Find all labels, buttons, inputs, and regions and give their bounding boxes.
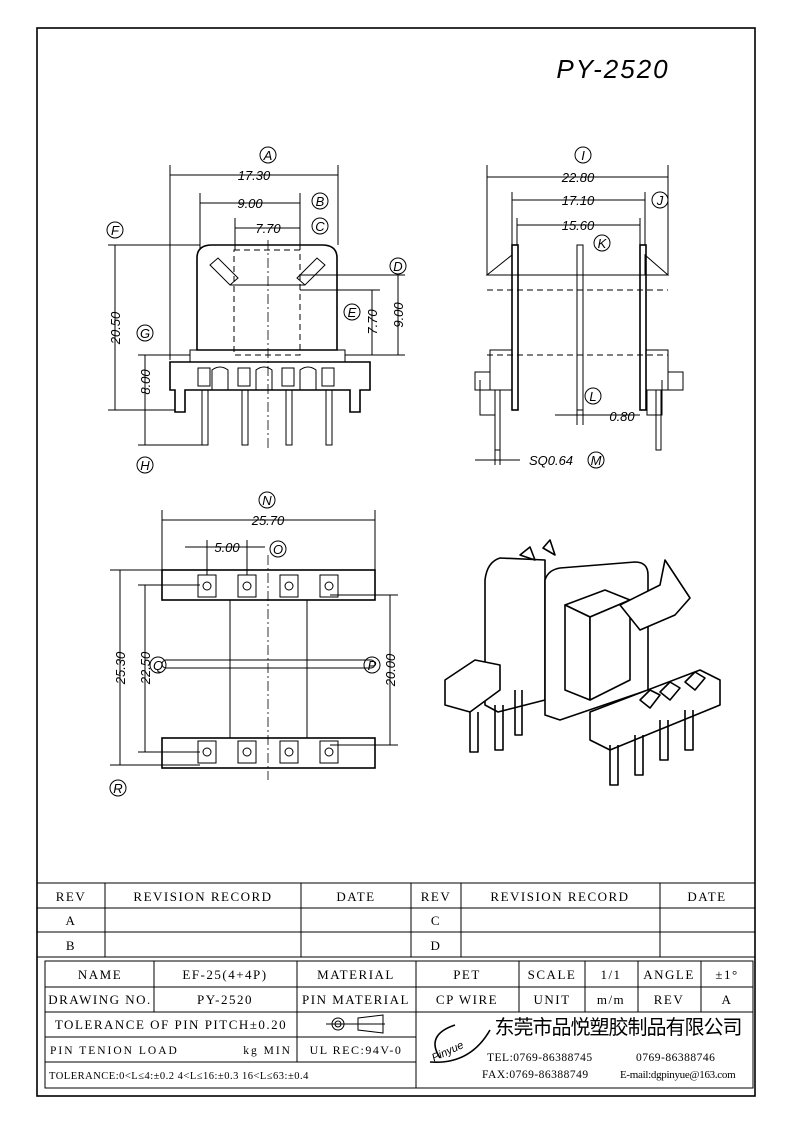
tolerance-range: TOLERANCE:0<L≤4:±0.2 4<L≤16:±0.3 16<L≤63…: [49, 1071, 309, 1082]
dim-22-50: 22.50: [138, 651, 153, 685]
svg-text:J: J: [656, 193, 664, 208]
svg-text:E: E: [348, 305, 357, 320]
pin-material-value: CP WIRE: [436, 992, 498, 1007]
svg-text:D: D: [393, 259, 402, 274]
ul-rec: UL REC:94V-0: [310, 1043, 403, 1057]
date-header-2: DATE: [687, 889, 726, 904]
circled-letters-front: A B C D E F G H: [106, 146, 407, 474]
dim-20-00: 20.00: [383, 653, 398, 687]
revision-table: [37, 882, 755, 958]
pin-tension-unit: kg MIN: [243, 1045, 292, 1057]
date-header-1: DATE: [336, 889, 375, 904]
isometric-view: [444, 539, 721, 786]
title-block-grid: [44, 960, 754, 1089]
dim-15-60: 15.60: [562, 218, 595, 233]
rev-header-2: REV: [421, 889, 452, 904]
circled-letters-side: I J K L M: [574, 146, 669, 469]
name-label: NAME: [78, 967, 122, 982]
company-name: 东莞市品悦塑胶制品有限公司: [495, 1015, 742, 1039]
front-view: 17.30 9.00 7.70 20.50 8.00 7.70 9.00 A B…: [106, 146, 407, 474]
drawing-no-label: DRAWING NO.: [48, 992, 152, 1007]
drawing-no-value: PY-2520: [197, 992, 253, 1007]
svg-text:N: N: [262, 493, 272, 508]
projection-symbol-icon: [326, 1014, 385, 1034]
svg-text:Q: Q: [153, 658, 163, 673]
angle-label: ANGLE: [643, 967, 695, 982]
rev-label: REV: [654, 992, 685, 1007]
fax: FAX:0769-86388749: [482, 1069, 589, 1081]
svg-text:C: C: [315, 219, 325, 234]
svg-text:P: P: [368, 658, 377, 673]
pin-pitch-tolerance: TOLERANCE OF PIN PITCH±0.20: [55, 1017, 287, 1032]
svg-text:A: A: [263, 148, 273, 163]
dim-9-00-vertical: 9.00: [391, 302, 406, 328]
pin-tension-label: PIN TENION LOAD: [50, 1045, 179, 1057]
dim-9-00: 9.00: [237, 196, 263, 211]
pin-material-label: PIN MATERIAL: [302, 992, 410, 1007]
dim-22-80: 22.80: [561, 170, 595, 185]
bottom-view: 25.70 5.00 25.30 22.50 20.00 N O P Q R: [109, 491, 398, 797]
svg-text:B: B: [316, 194, 325, 209]
dim-5-00: 5.00: [214, 540, 240, 555]
tel-1: TEL:0769-86388745: [487, 1052, 593, 1064]
svg-text:K: K: [598, 236, 608, 251]
dim-17-10: 17.10: [562, 193, 595, 208]
scale-label: SCALE: [528, 967, 577, 982]
rev-a: A: [66, 913, 77, 928]
svg-text:R: R: [113, 781, 122, 796]
svg-text:F: F: [111, 223, 120, 238]
dim-7-70: 7.70: [255, 221, 281, 236]
rev-c: C: [431, 913, 441, 928]
circled-letters-bottom: N O P Q R: [109, 491, 381, 797]
unit-label: UNIT: [533, 992, 570, 1007]
svg-text:O: O: [273, 542, 283, 557]
dim-0-80: 0.80: [609, 409, 635, 424]
rev-d: D: [431, 938, 442, 953]
dim-20-50: 20.50: [108, 311, 123, 345]
svg-text:G: G: [140, 326, 150, 341]
scale-value: 1/1: [600, 967, 621, 982]
svg-text:H: H: [140, 458, 150, 473]
dim-25-70: 25.70: [251, 513, 285, 528]
pinyue-logo: Pinyue: [429, 1024, 491, 1064]
side-view: 22.80 17.10 15.60 0.80 SQ0.64 I J K L M: [474, 146, 684, 469]
email: E-mail:dgpinyue@163.com: [620, 1069, 736, 1081]
dim-8-00: 8.00: [138, 369, 153, 395]
svg-text:M: M: [591, 453, 602, 468]
svg-text:I: I: [581, 148, 585, 163]
rev-b: B: [66, 938, 76, 953]
revision-record-header-1: REVISION RECORD: [133, 889, 272, 904]
revision-record-header-2: REVISION RECORD: [490, 889, 629, 904]
material-value: PET: [453, 967, 481, 982]
drawing-title: PY-2520: [556, 54, 669, 84]
sheet-border: [36, 27, 756, 1097]
rev-header-1: REV: [56, 889, 87, 904]
unit-value: m/m: [597, 992, 625, 1007]
angle-value: ±1°: [715, 967, 738, 982]
material-label: MATERIAL: [317, 967, 395, 982]
dim-25-30: 25.30: [113, 651, 128, 685]
dim-17-30: 17.30: [238, 168, 271, 183]
svg-text:L: L: [589, 389, 596, 404]
rev-value: A: [722, 992, 733, 1007]
name-value: EF-25(4+4P): [182, 967, 267, 982]
dim-7-70-vertical: 7.70: [365, 309, 380, 335]
tel-2: 0769-86388746: [636, 1052, 715, 1064]
dim-sq0-64: SQ0.64: [529, 453, 573, 468]
